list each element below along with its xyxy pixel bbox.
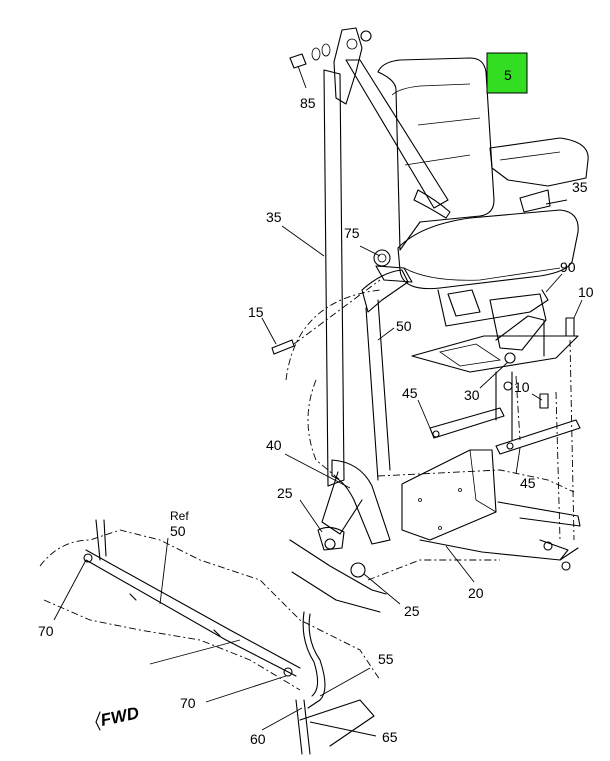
callout-60: 60 bbox=[250, 731, 266, 747]
callout-35-left: 35 bbox=[266, 209, 282, 225]
callout-45-left: 45 bbox=[402, 385, 418, 401]
fwd-label: FWD bbox=[99, 703, 141, 730]
callout-15: 15 bbox=[248, 304, 264, 320]
callout-ref: Ref bbox=[170, 509, 189, 523]
seat-assembly bbox=[377, 57, 589, 441]
callout-75: 75 bbox=[344, 225, 360, 241]
callout-55: 55 bbox=[378, 651, 394, 667]
callout-45-right: 45 bbox=[520, 475, 536, 491]
callout-35-top: 35 bbox=[572, 179, 588, 195]
forward-direction-indicator: FWD bbox=[95, 703, 141, 731]
callout-90: 90 bbox=[560, 259, 576, 275]
callout-40: 40 bbox=[266, 437, 282, 453]
seat-belt bbox=[271, 27, 451, 578]
item-5-label: 5 bbox=[504, 67, 512, 83]
callout-50-mid: 50 bbox=[396, 318, 412, 334]
callout-70-left: 70 bbox=[38, 623, 54, 639]
forward-arrow-icon bbox=[95, 711, 101, 731]
callout-10-mid: 10 bbox=[514, 379, 530, 395]
item-5-highlight: 5 bbox=[486, 52, 528, 94]
callout-labels: 85 35 35 75 90 10 15 50 30 10 45 40 45 2… bbox=[38, 95, 594, 747]
callout-65: 65 bbox=[382, 729, 398, 745]
seat-base bbox=[285, 289, 581, 613]
callout-10-top: 10 bbox=[578, 284, 594, 300]
leader-lines bbox=[53, 65, 583, 737]
callout-70-bottom: 70 bbox=[180, 695, 196, 711]
floor-reference-detail bbox=[39, 519, 381, 755]
callout-25-top: 25 bbox=[277, 485, 293, 501]
callout-85: 85 bbox=[300, 95, 316, 111]
callout-50-ref: 50 bbox=[170, 523, 186, 539]
callout-30: 30 bbox=[464, 387, 480, 403]
callout-25-bottom: 25 bbox=[404, 603, 420, 619]
callout-20: 20 bbox=[468, 585, 484, 601]
